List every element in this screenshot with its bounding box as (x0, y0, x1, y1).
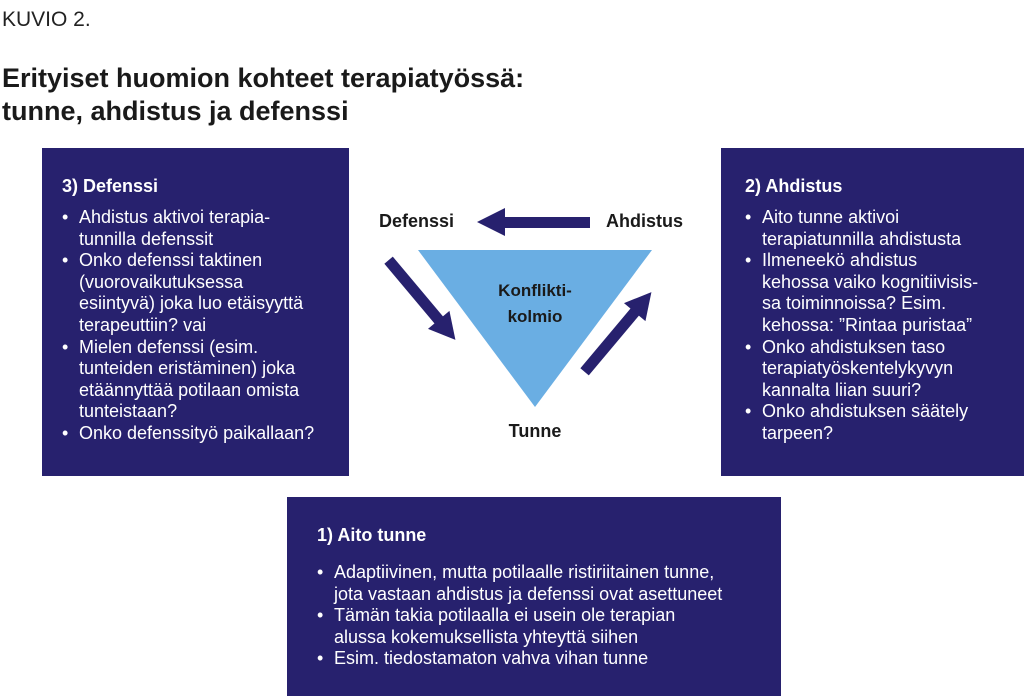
bullet-line: terapiatunnilla ahdistusta (762, 228, 962, 249)
bullet-line: sa toiminnoissa? Esim. (762, 293, 947, 314)
bullet-line: Esim. tiedostamaton vahva vihan tunne (334, 648, 649, 669)
bullet-line: Tämän takia potilaalla ei usein ole tera… (334, 605, 676, 626)
defenssi-box: 3) Defenssi Ahdistus aktivoi terapia-tun… (42, 148, 349, 476)
bullet-line: terapeuttiin? vai (79, 314, 207, 335)
bullet-line: jota vastaan ahdistus ja defenssi ovat a… (334, 583, 723, 604)
bullet-line: kehossa vaiko kognitiivisis- (762, 271, 979, 292)
aito-tunne-heading: 1) Aito tunne (317, 525, 427, 545)
bullet-line: Onko defenssi taktinen (79, 250, 263, 271)
triangle-center-line-1: Konflikti- (498, 281, 572, 300)
conflict-triangle (418, 250, 652, 407)
bullet-line: Mielen defenssi (esim. (79, 336, 259, 357)
bullet-line: Ahdistus aktivoi terapia- (79, 207, 271, 227)
bullet-item: Onko defenssityö paikallaan? (62, 423, 339, 445)
bullet-line: (vuorovaikutuksessa (79, 271, 244, 292)
vertex-label-ahdistus: Ahdistus (606, 211, 683, 231)
bullet-line: Adaptiivinen, mutta potilaalle ristiriit… (334, 562, 715, 582)
bullet-line: kehossa: ”Rintaa puristaa” (762, 314, 973, 335)
bullet-line: Ilmeneekö ahdistus (762, 250, 918, 271)
bullet-item: Onko ahdistuksen tasoterapiatyöskentelyk… (745, 337, 1016, 402)
title-line-2: tunne, ahdistus ja defenssi (2, 96, 349, 126)
title-line-1: Erityiset huomion kohteet terapiatyössä: (2, 63, 525, 93)
arrow-tunne-to-ahdistus (580, 292, 652, 376)
bullet-item: Tämän takia potilaalla ei usein ole tera… (317, 605, 771, 648)
vertex-label-tunne: Tunne (509, 421, 562, 441)
bullet-item: Adaptiivinen, mutta potilaalle ristiriit… (317, 562, 771, 605)
bullet-line: terapiatyöskentelykyvyn (762, 358, 954, 379)
conflict-triangle-diagram: Konflikti- kolmio Defenssi Ahdistus Tunn… (379, 208, 683, 441)
bullet-item: Esim. tiedostamaton vahva vihan tunne (317, 648, 771, 670)
bullet-item: Onko defenssi taktinen(vuorovaikutuksess… (62, 250, 339, 336)
bullet-line: tunteiden eristäminen) joka (79, 358, 296, 379)
vertex-label-defenssi: Defenssi (379, 211, 454, 231)
bullet-line: alussa kokemuksellista yhteyttä siihen (334, 626, 639, 647)
triangle-center-line-2: kolmio (508, 307, 563, 326)
defenssi-heading: 3) Defenssi (62, 176, 159, 196)
bullet-line: tunnilla defenssit (79, 228, 214, 249)
bullet-line: etäännyttää potilaan omista (79, 379, 300, 400)
bullet-line: Onko defenssityö paikallaan? (79, 422, 315, 443)
bullet-line: tunteistaan? (79, 401, 178, 422)
defenssi-list: Ahdistus aktivoi terapia-tunnilla defens… (62, 207, 339, 445)
bullet-line: tarpeen? (762, 422, 834, 443)
bullet-line: Onko ahdistuksen taso (762, 336, 946, 357)
bullet-line: Onko ahdistuksen säätely (762, 401, 969, 422)
bullet-item: Mielen defenssi (esim.tunteiden eristämi… (62, 337, 339, 423)
bullet-line: Aito tunne aktivoi (762, 207, 900, 227)
arrow-ahdistus-to-defenssi (477, 208, 590, 236)
ahdistus-box: 2) Ahdistus Aito tunne aktivoiterapiatun… (721, 148, 1024, 476)
aito-tunne-box: 1) Aito tunne Adaptiivinen, mutta potila… (287, 497, 781, 696)
bullet-line: esiintyvä) joka luo etäisyyttä (79, 293, 304, 314)
figure-title: Erityiset huomion kohteet terapiatyössä:… (2, 62, 524, 128)
aito-tunne-list: Adaptiivinen, mutta potilaalle ristiriit… (317, 562, 771, 670)
bullet-line: kannalta liian suuri? (762, 379, 922, 400)
arrow-defenssi-to-tunne (384, 256, 456, 340)
figure-label: KUVIO 2. (2, 8, 91, 31)
ahdistus-heading: 2) Ahdistus (745, 176, 843, 196)
bullet-item: Ahdistus aktivoi terapia-tunnilla defens… (62, 207, 339, 250)
